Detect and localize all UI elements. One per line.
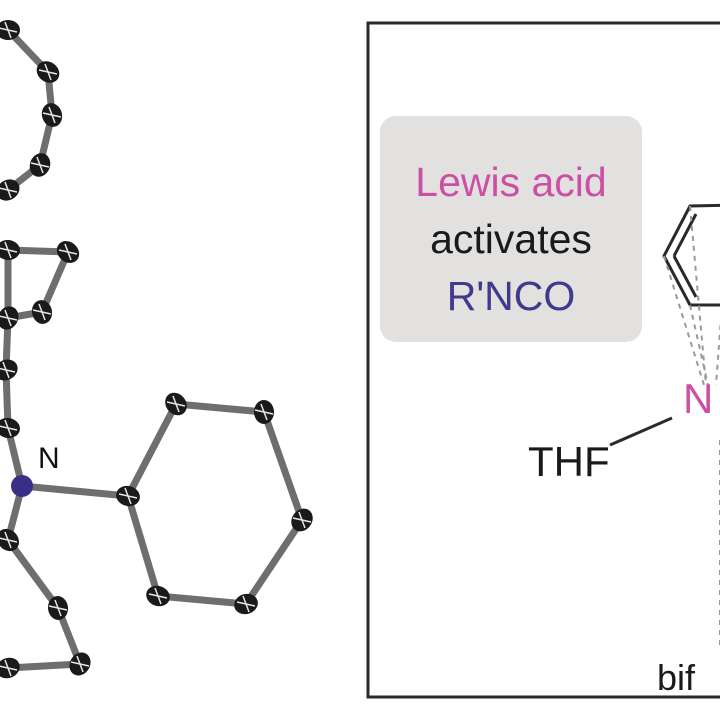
mechanism-panel: Lewis acid activates R'NCO N THF bif <box>380 116 720 698</box>
ortep-bond <box>242 516 306 608</box>
ortep-bond <box>154 592 250 608</box>
carbon-atom <box>253 400 275 424</box>
ortep-bond <box>4 660 84 672</box>
carbon-atom <box>29 153 51 177</box>
carbon-atom <box>69 652 91 676</box>
ortep-atoms <box>0 20 313 679</box>
ortep-bond <box>4 536 62 612</box>
carbon-atom <box>41 103 63 127</box>
ortep-bond <box>18 482 132 500</box>
metal-center-label: N <box>683 375 713 422</box>
thf-ligand-label: THF <box>528 438 610 485</box>
carbon-atom <box>0 179 20 201</box>
carbon-atom <box>0 359 18 381</box>
callout-line-isocyanate: R'NCO <box>447 273 576 319</box>
nitrogen-atom-label: N <box>38 442 60 475</box>
carbon-atom <box>116 485 140 507</box>
ortep-bond <box>124 492 162 600</box>
nitrogen-atom <box>11 475 33 497</box>
carbon-atom <box>47 596 69 620</box>
ortep-bond <box>124 400 180 500</box>
callout-line-activates: activates <box>430 216 592 262</box>
carbon-atom <box>0 306 19 330</box>
carbon-atom <box>146 585 170 607</box>
carbon-atom <box>0 239 20 261</box>
carbon-atom <box>36 61 60 83</box>
carbon-atom <box>165 392 187 416</box>
thf-bond <box>609 416 673 447</box>
carbon-atom <box>0 528 19 552</box>
carbon-atom <box>234 593 258 615</box>
ortep-bond <box>172 400 268 416</box>
carbon-atom <box>0 417 20 439</box>
carbon-atom <box>0 20 20 40</box>
ortep-bond <box>260 408 306 524</box>
eta6-dashed-bonds <box>663 205 720 650</box>
panel-caption: bif <box>657 657 696 698</box>
callout-line-lewis-acid: Lewis acid <box>415 159 606 205</box>
carbon-atom <box>291 508 313 532</box>
mechanism-panel-frame <box>366 21 720 699</box>
carbon-atom <box>56 241 80 263</box>
callout-box <box>380 116 642 342</box>
carbon-atom <box>31 300 53 324</box>
ortep-structure: N <box>0 20 313 679</box>
carbon-atom <box>0 657 20 679</box>
